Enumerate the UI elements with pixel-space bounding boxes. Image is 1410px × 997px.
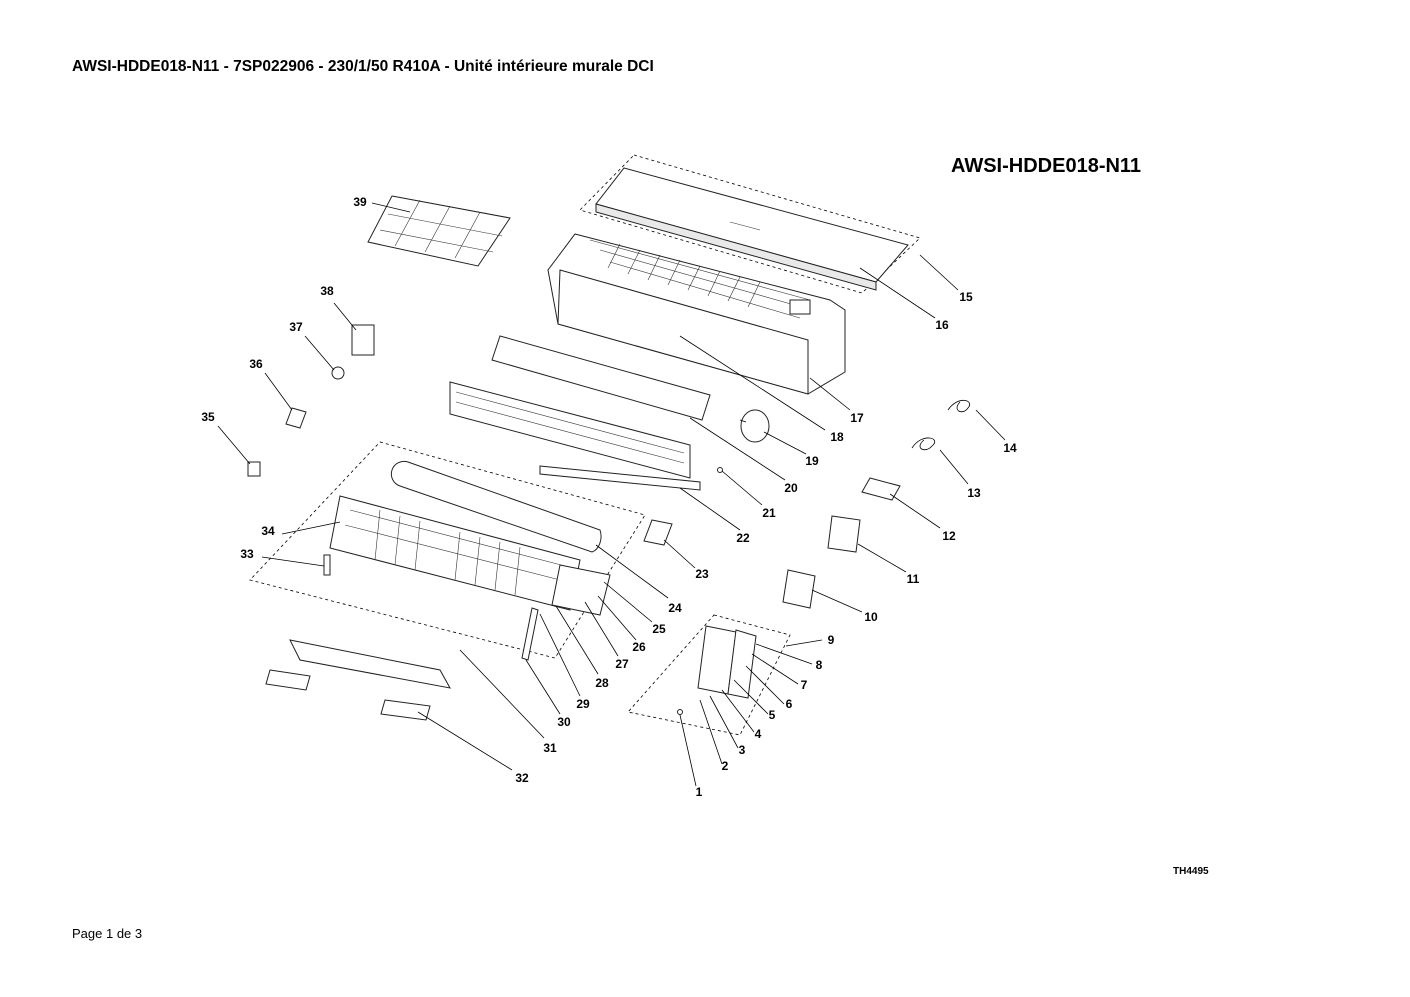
part-label-8: 8 [816,658,823,672]
small-parts [247,324,723,576]
fan-motor [739,409,770,443]
part-label-38: 38 [320,284,334,298]
part-label-32: 32 [515,771,529,785]
evaporator [449,381,691,479]
part-label-9: 9 [828,633,835,647]
part-label-6: 6 [786,697,793,711]
drain-pan [539,465,701,491]
part-label-14: 14 [1003,441,1017,455]
part-label-30: 30 [557,715,571,729]
part-label-18: 18 [830,430,844,444]
part-label-34: 34 [261,524,275,538]
louver-blade [491,335,711,421]
part-label-33: 33 [240,547,254,561]
side-bracket [551,564,611,616]
document-title: AWSI-HDDE018-N11 - 7SP022906 - 230/1/50 … [72,58,654,75]
drawing-reference: TH4495 [1173,866,1209,877]
part-label-3: 3 [739,743,746,757]
part-label-28: 28 [595,676,609,690]
part-label-1: 1 [696,785,703,799]
air-filter [367,195,511,267]
part-label-25: 25 [652,622,666,636]
model-title: AWSI-HDDE018-N11 [951,155,1142,177]
drain-hose [521,607,539,661]
part-label-21: 21 [762,506,776,520]
part-label-23: 23 [695,567,709,581]
part-label-17: 17 [850,411,864,425]
leader-lines [217,202,1006,787]
front-panel [595,167,909,291]
part-label-27: 27 [615,657,629,671]
part-label-39: 39 [353,195,367,209]
part-label-37: 37 [289,320,303,334]
cabinet-front-body [547,233,846,395]
electrical-parts [782,477,901,609]
part-label-10: 10 [864,610,878,624]
part-label-16: 16 [935,318,949,332]
mounting-plate [265,639,451,721]
part-label-29: 29 [576,697,590,711]
control-box [677,625,757,715]
part-label-7: 7 [801,678,808,692]
part-label-36: 36 [249,357,263,371]
part-label-31: 31 [543,741,557,755]
chassis-frame [329,495,581,611]
part-label-11: 11 [907,572,920,586]
part-label-26: 26 [632,640,646,654]
cross-flow-fan [390,460,602,553]
group-outlines [249,154,921,736]
part-label-2: 2 [722,759,729,773]
part-label-19: 19 [805,454,819,468]
part-label-22: 22 [736,531,750,545]
part-label-12: 12 [942,529,956,543]
cable-harnesses [911,399,970,451]
part-label-24: 24 [668,601,682,615]
page-number: Page 1 de 3 [72,926,143,941]
part-label-5: 5 [769,708,776,722]
part-label-35: 35 [201,410,215,424]
part-label-4: 4 [755,727,762,741]
part-labels: 1 2 3 4 5 6 7 8 9 10 11 12 13 14 15 16 1… [201,195,1017,799]
part-label-13: 13 [967,486,981,500]
part-label-15: 15 [959,290,973,304]
part-label-20: 20 [784,481,798,495]
